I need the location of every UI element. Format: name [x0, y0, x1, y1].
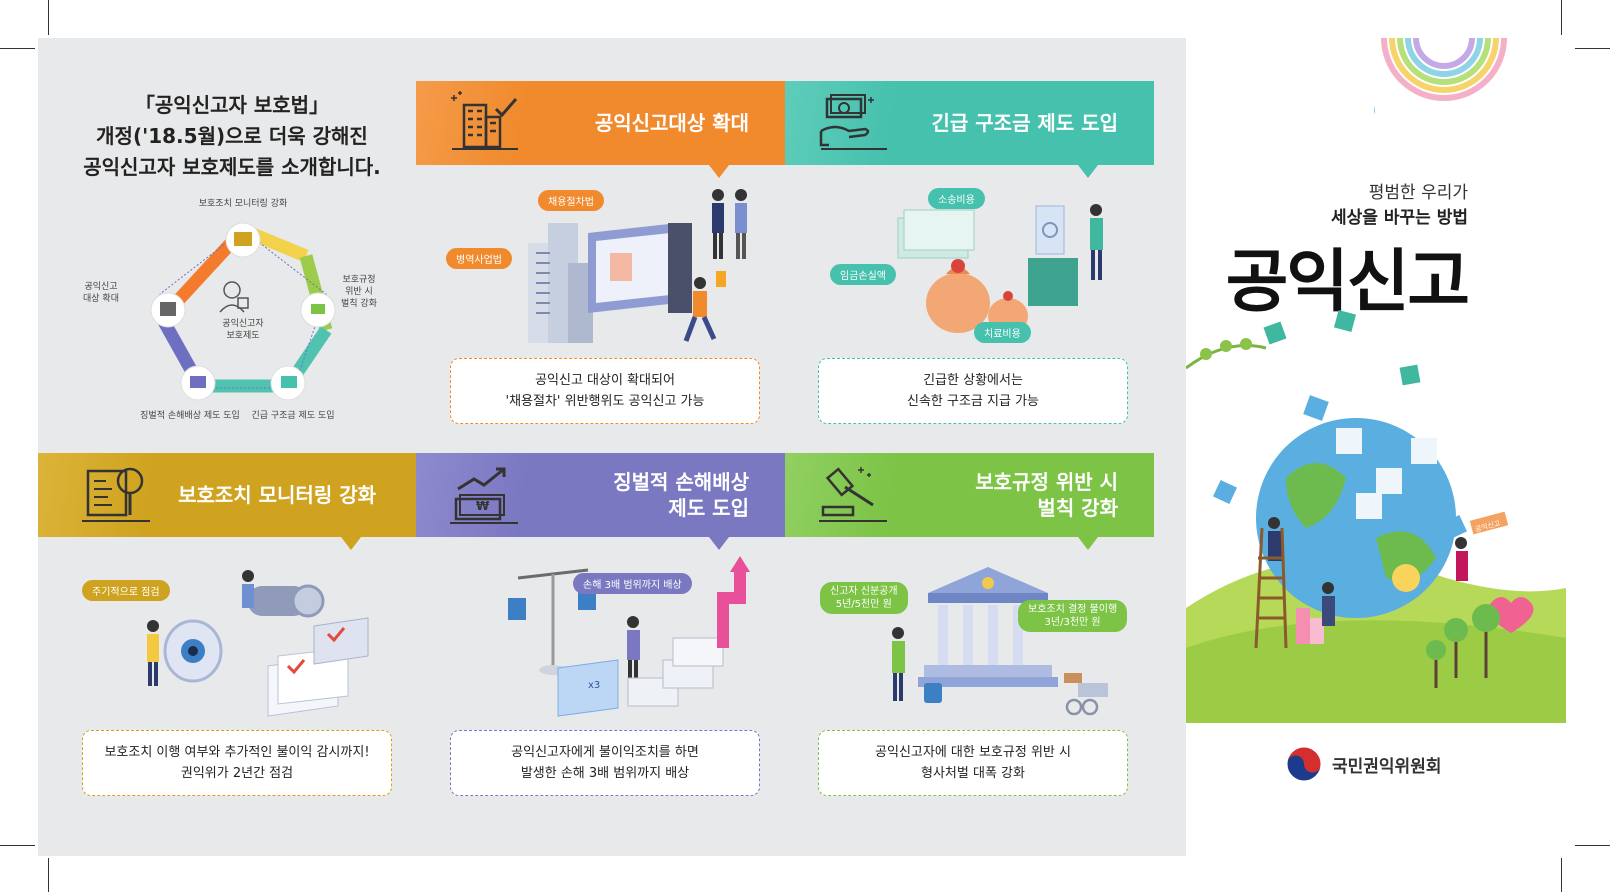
caption-line: 공익신고자에 대한 보호규정 위반 시: [875, 745, 1071, 760]
crop-mark: [0, 845, 35, 846]
svg-text:₩: ₩: [476, 499, 490, 513]
speech-bubble: 소송비용: [928, 188, 985, 209]
svg-text:x3: x3: [588, 680, 600, 691]
section-title-line: 벌칙 강화: [1037, 496, 1118, 520]
caption-line: 공익신고자에게 불이익조치를 하면: [511, 745, 699, 760]
section-title-line: 제도 도입: [668, 496, 749, 520]
diagram-label-line: 대상 확대: [83, 294, 119, 304]
section-caption: 공익신고자에게 불이익조치를 하면 발생한 손해 3배 범위까지 배상: [450, 730, 760, 796]
caption-line: 형사처벌 대폭 강화: [921, 766, 1025, 781]
speech-bubble: 채용절차법: [538, 190, 604, 211]
section-title-line: 긴급 구조금 제도 도입: [931, 111, 1119, 135]
caption-line: 발생한 손해 3배 범위까지 배상: [520, 766, 690, 781]
speech-bubble-line: 신고자 신분공개: [830, 586, 898, 597]
recruitment-illustration: [528, 189, 747, 343]
diagram-label-line: 벌칙 강화: [341, 299, 377, 309]
section-title: 긴급 구조금 제도 도입: [932, 81, 1119, 165]
intro-title-line: 공익신고자 보호제도를 소개합니다.: [83, 155, 381, 179]
section-caption: 공익신고자에 대한 보호규정 위반 시 형사처벌 대폭 강화: [818, 730, 1128, 796]
section-title-line: 공익신고대상 확대: [594, 111, 749, 135]
diagram-label-left: 공익신고 대상 확대: [76, 281, 126, 305]
caption-line: 신속한 구조금 지급 가능: [907, 394, 1039, 409]
rainbow-illustration: [1374, 38, 1507, 115]
crop-mark: [1561, 0, 1562, 35]
diagram-center-line: 보호제도: [226, 331, 260, 341]
section-title: 공익신고대상 확대: [595, 81, 749, 165]
protection-system-diagram: [150, 222, 336, 401]
brochure-cover: 평범한 우리가 세상을 바꾸는 방법 공익신고 공익신고: [1186, 38, 1566, 856]
section-title-line: 보호조치 모니터링 강화: [178, 483, 376, 507]
damages-illustration: x3: [508, 556, 750, 717]
crop-mark: [1575, 845, 1610, 846]
intro-title-line: 「공익신고자 보호법」: [134, 93, 330, 117]
ministry-name: 국민권익위원회: [1332, 756, 1442, 777]
caption-line: 긴급한 상황에서는: [923, 373, 1023, 388]
cover-subtitle-1: 평범한 우리가: [1368, 183, 1468, 203]
court-illustration: [892, 567, 1108, 716]
section-banner-emergency-aid: 긴급 구조금 제도 도입: [785, 81, 1154, 178]
speech-bubble-line: 3년/3천만 원: [1044, 617, 1101, 628]
section-caption: 보호조치 이행 여부와 추가적인 불이익 감시까지! 권익위가 2년간 점검: [82, 730, 392, 796]
speech-bubble: 주기적으로 점검: [82, 580, 170, 601]
section-caption: 긴급한 상황에서는 신속한 구조금 지급 가능: [818, 358, 1128, 424]
crop-mark: [0, 48, 35, 49]
cover-title: 공익신고: [1225, 243, 1470, 322]
cover-subtitle-2: 세상을 바꾸는 방법: [1331, 208, 1468, 228]
banner-pointer: [709, 165, 729, 178]
diagram-label-right: 보호규정 위반 시 벌칙 강화: [334, 274, 384, 310]
taegeuk-logo-icon: [1286, 746, 1322, 782]
ministry-logo: 국민권익위원회: [1286, 746, 1441, 782]
diagram-label-line: 보호규정: [342, 275, 376, 285]
caption-line: 보호조치 이행 여부와 추가적인 불이익 감시까지!: [104, 745, 370, 760]
section-title: 보호조치 모니터링 강화: [178, 453, 376, 537]
speech-bubble-line: 5년/5천만 원: [835, 599, 892, 610]
speech-bubble: 치료비용: [974, 322, 1031, 343]
section-banner-report-scope: 공익신고대상 확대: [416, 81, 785, 178]
crop-mark: [48, 0, 49, 35]
diagram-label-line: 위반 시: [345, 287, 373, 297]
caption-line: 권익위가 2년간 점검: [180, 766, 294, 781]
crop-mark: [1575, 48, 1610, 49]
section-banner-punitive-damages: ₩ 징벌적 손해배상 제도 도입: [416, 453, 785, 550]
diagram-label-top: 보호조치 모니터링 강화: [198, 199, 288, 209]
banner-pointer: [1078, 165, 1098, 178]
monitoring-illustration: [147, 570, 369, 717]
crop-mark: [48, 858, 49, 892]
money-growth-icon: ₩: [450, 467, 518, 524]
diagram-center-label: 공익신고자 보호제도: [198, 318, 288, 342]
building-check-icon: [451, 91, 518, 150]
intro-title: 「공익신고자 보호법」 개정('18.5월)으로 더욱 강해진 공익신고자 보호…: [38, 90, 426, 183]
banner-pointer: [341, 537, 361, 550]
speech-bubble: 병역사업법: [446, 248, 512, 269]
section-title-line: 보호규정 위반 시: [975, 470, 1118, 494]
section-title-line: 징벌적 손해배상: [613, 470, 749, 494]
section-banner-monitoring: 보호조치 모니터링 강화: [38, 453, 416, 550]
section-caption: 공익신고 대상이 확대되어 '채용절차' 위반행위도 공익신고 가능: [450, 358, 760, 424]
diagram-label-bottom-right: 긴급 구조금 제도 도입: [251, 411, 335, 421]
speech-bubble: 임금손실액: [830, 264, 896, 285]
diagram-center-line: 공익신고자: [222, 319, 264, 329]
intro-title-line: 개정('18.5월)으로 더욱 강해진: [96, 124, 368, 148]
section-title: 징벌적 손해배상 제도 도입: [613, 453, 749, 537]
caption-line: '채용절차' 위반행위도 공익신고 가능: [505, 394, 705, 409]
brochure-inner-panel: 「공익신고자 보호법」 개정('18.5월)으로 더욱 강해진 공익신고자 보호…: [38, 38, 1186, 856]
diagram-label-line: 공익신고: [84, 282, 118, 292]
speech-bubble-line: 보호조치 결정 불이행: [1028, 604, 1118, 615]
money-hand-icon: [819, 94, 887, 150]
banner-pointer: [1078, 537, 1098, 550]
section-title: 보호규정 위반 시 벌칙 강화: [975, 453, 1118, 537]
speech-bubble: 보호조치 결정 불이행 3년/3천만 원: [1018, 600, 1128, 632]
magnifier-document-icon: [82, 467, 150, 522]
relief-fund-illustration: [897, 204, 1103, 334]
crop-mark: [1561, 858, 1562, 892]
gavel-icon: [819, 467, 887, 522]
banner-pointer: [709, 537, 729, 550]
section-banner-penalties: 보호규정 위반 시 벌칙 강화: [785, 453, 1154, 550]
speech-bubble: 신고자 신분공개 5년/5천만 원: [820, 582, 908, 614]
diagram-label-bottom-left: 징벌적 손해배상 제도 도입: [140, 411, 240, 421]
caption-line: 공익신고 대상이 확대되어: [535, 373, 675, 388]
globe-puzzle-illustration: 공익신고: [1186, 309, 1566, 723]
speech-bubble: 손해 3배 범위까지 배상: [573, 573, 692, 594]
